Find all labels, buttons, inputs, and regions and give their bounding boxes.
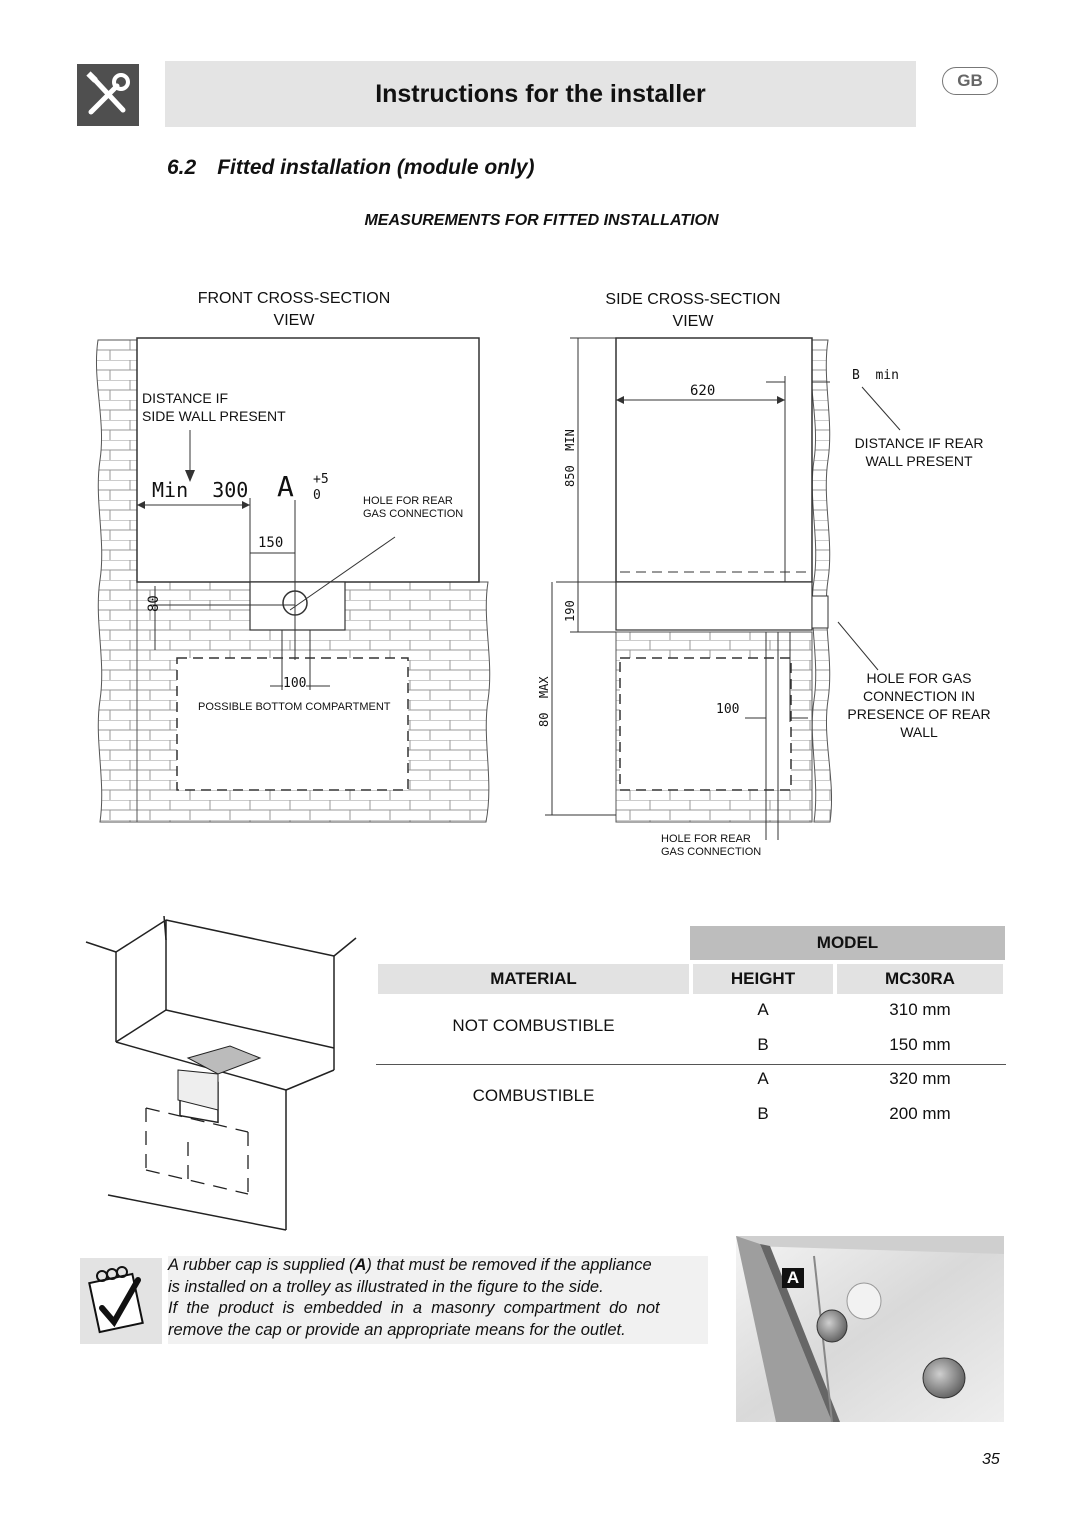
dimension-80: 80 (146, 595, 162, 612)
table-divider (376, 1064, 1006, 1065)
dimension-100-front: 100 (283, 676, 307, 691)
front-view-title: FRONT CROSS-SECTION VIEW (164, 288, 424, 332)
b-min-dimension: B min (852, 368, 899, 383)
material-not-combustible: NOT COMBUSTIBLE (452, 1016, 615, 1035)
note-icon (80, 1258, 162, 1344)
page-title: Instructions for the installer (375, 79, 706, 108)
model-header-bg (690, 926, 1005, 960)
hole-gas-line2: CONNECTION IN (863, 688, 975, 704)
rear-wall-line1: DISTANCE IF REAR (854, 435, 984, 451)
min-300-dimension: Min 300 (152, 478, 249, 502)
tolerance-zero: 0 (313, 488, 321, 503)
dimension-150: 150 (258, 535, 284, 551)
side-hole-line1: HOLE FOR REAR (661, 833, 751, 845)
model-name-header: MC30RA (837, 964, 1003, 994)
height-a-2: A (757, 1069, 769, 1088)
note-background (168, 1256, 708, 1344)
note-line1-b: A (354, 1256, 367, 1274)
side-view-drawing (544, 337, 901, 840)
dimension-620: 620 (690, 383, 716, 399)
value-320: 320 mm (889, 1069, 951, 1088)
dimension-100-side: 100 (716, 702, 740, 717)
value-150: 150 mm (889, 1035, 951, 1054)
section-subtitle: MEASUREMENTS FOR FITTED INSTALLATION (364, 212, 719, 229)
header-bar (165, 61, 916, 127)
side-wall-line2: SIDE WALL PRESENT (142, 408, 286, 424)
hole-gas-line3: PRESENCE OF REAR (847, 706, 991, 722)
hole-gas-rear-wall-label: HOLE FOR GAS CONNECTION IN PRESENCE OF R… (840, 669, 998, 741)
dimension-850-min: 850 MIN (563, 429, 577, 487)
front-hole-line2: GAS CONNECTION (363, 508, 464, 520)
value-310: 310 mm (889, 1000, 951, 1019)
material-header: MATERIAL (378, 964, 689, 994)
side-view-title-line1: SIDE CROSS-SECTION (605, 291, 781, 308)
side-wall-label: DISTANCE IF SIDE WALL PRESENT (142, 389, 286, 425)
note-line1-a: A rubber cap is supplied ( (168, 1256, 355, 1274)
hole-gas-line1: HOLE FOR GAS (866, 670, 972, 686)
photo-label-a: A (786, 1268, 800, 1287)
front-view-title-line1: FRONT CROSS-SECTION (197, 290, 391, 307)
tolerance-plus: +5 (313, 472, 329, 487)
language-badge: GB (942, 67, 998, 95)
hole-gas-line4: WALL (900, 724, 938, 740)
model-header: MODEL (816, 933, 879, 952)
height-b-1: B (757, 1035, 769, 1054)
value-200: 200 mm (889, 1104, 951, 1123)
note-line4: remove the cap or provide an appropriate… (168, 1320, 626, 1339)
isometric-installation-drawing (85, 915, 357, 1231)
height-a-1: A (757, 1000, 769, 1019)
rear-wall-label: DISTANCE IF REAR WALL PRESENT (850, 434, 988, 470)
dimension-80-max: 80 MAX (537, 676, 551, 727)
material-combustible: COMBUSTIBLE (472, 1086, 595, 1105)
height-header: HEIGHT (693, 964, 833, 994)
note-line1-c: ) that must be removed if the appliance (366, 1256, 652, 1274)
front-hole-line1: HOLE FOR REAR (363, 495, 453, 507)
side-wall-line1: DISTANCE IF (142, 390, 229, 406)
section-title: 6.2 Fitted installation (module only) (167, 156, 535, 179)
page-number: 35 (982, 1451, 1000, 1468)
bottom-compartment-label: POSSIBLE BOTTOM COMPARTMENT (198, 701, 391, 714)
side-view-title-line2: VIEW (672, 313, 714, 330)
note-text: A rubber cap is supplied (A) that must b… (168, 1255, 708, 1341)
height-b-2: B (757, 1104, 769, 1123)
front-view-title-line2: VIEW (273, 312, 315, 329)
side-view-title: SIDE CROSS-SECTION VIEW (572, 289, 814, 333)
tools-icon (77, 64, 139, 126)
note-line3: If the product is embedded in a masonry … (168, 1299, 660, 1317)
front-hole-label: HOLE FOR REAR GAS CONNECTION (363, 495, 463, 521)
dimension-190: 190 (563, 600, 577, 622)
note-line2: is installed on a trolley as illustrated… (168, 1277, 604, 1296)
side-hole-line2: GAS CONNECTION (661, 846, 762, 858)
side-hole-label: HOLE FOR REAR GAS CONNECTION (661, 833, 761, 859)
rubber-cap-photo: A (736, 1236, 1004, 1423)
dimension-a: A (277, 470, 294, 503)
note-line1: A rubber cap is supplied (A) that must b… (168, 1255, 708, 1277)
rear-wall-line2: WALL PRESENT (865, 453, 973, 469)
